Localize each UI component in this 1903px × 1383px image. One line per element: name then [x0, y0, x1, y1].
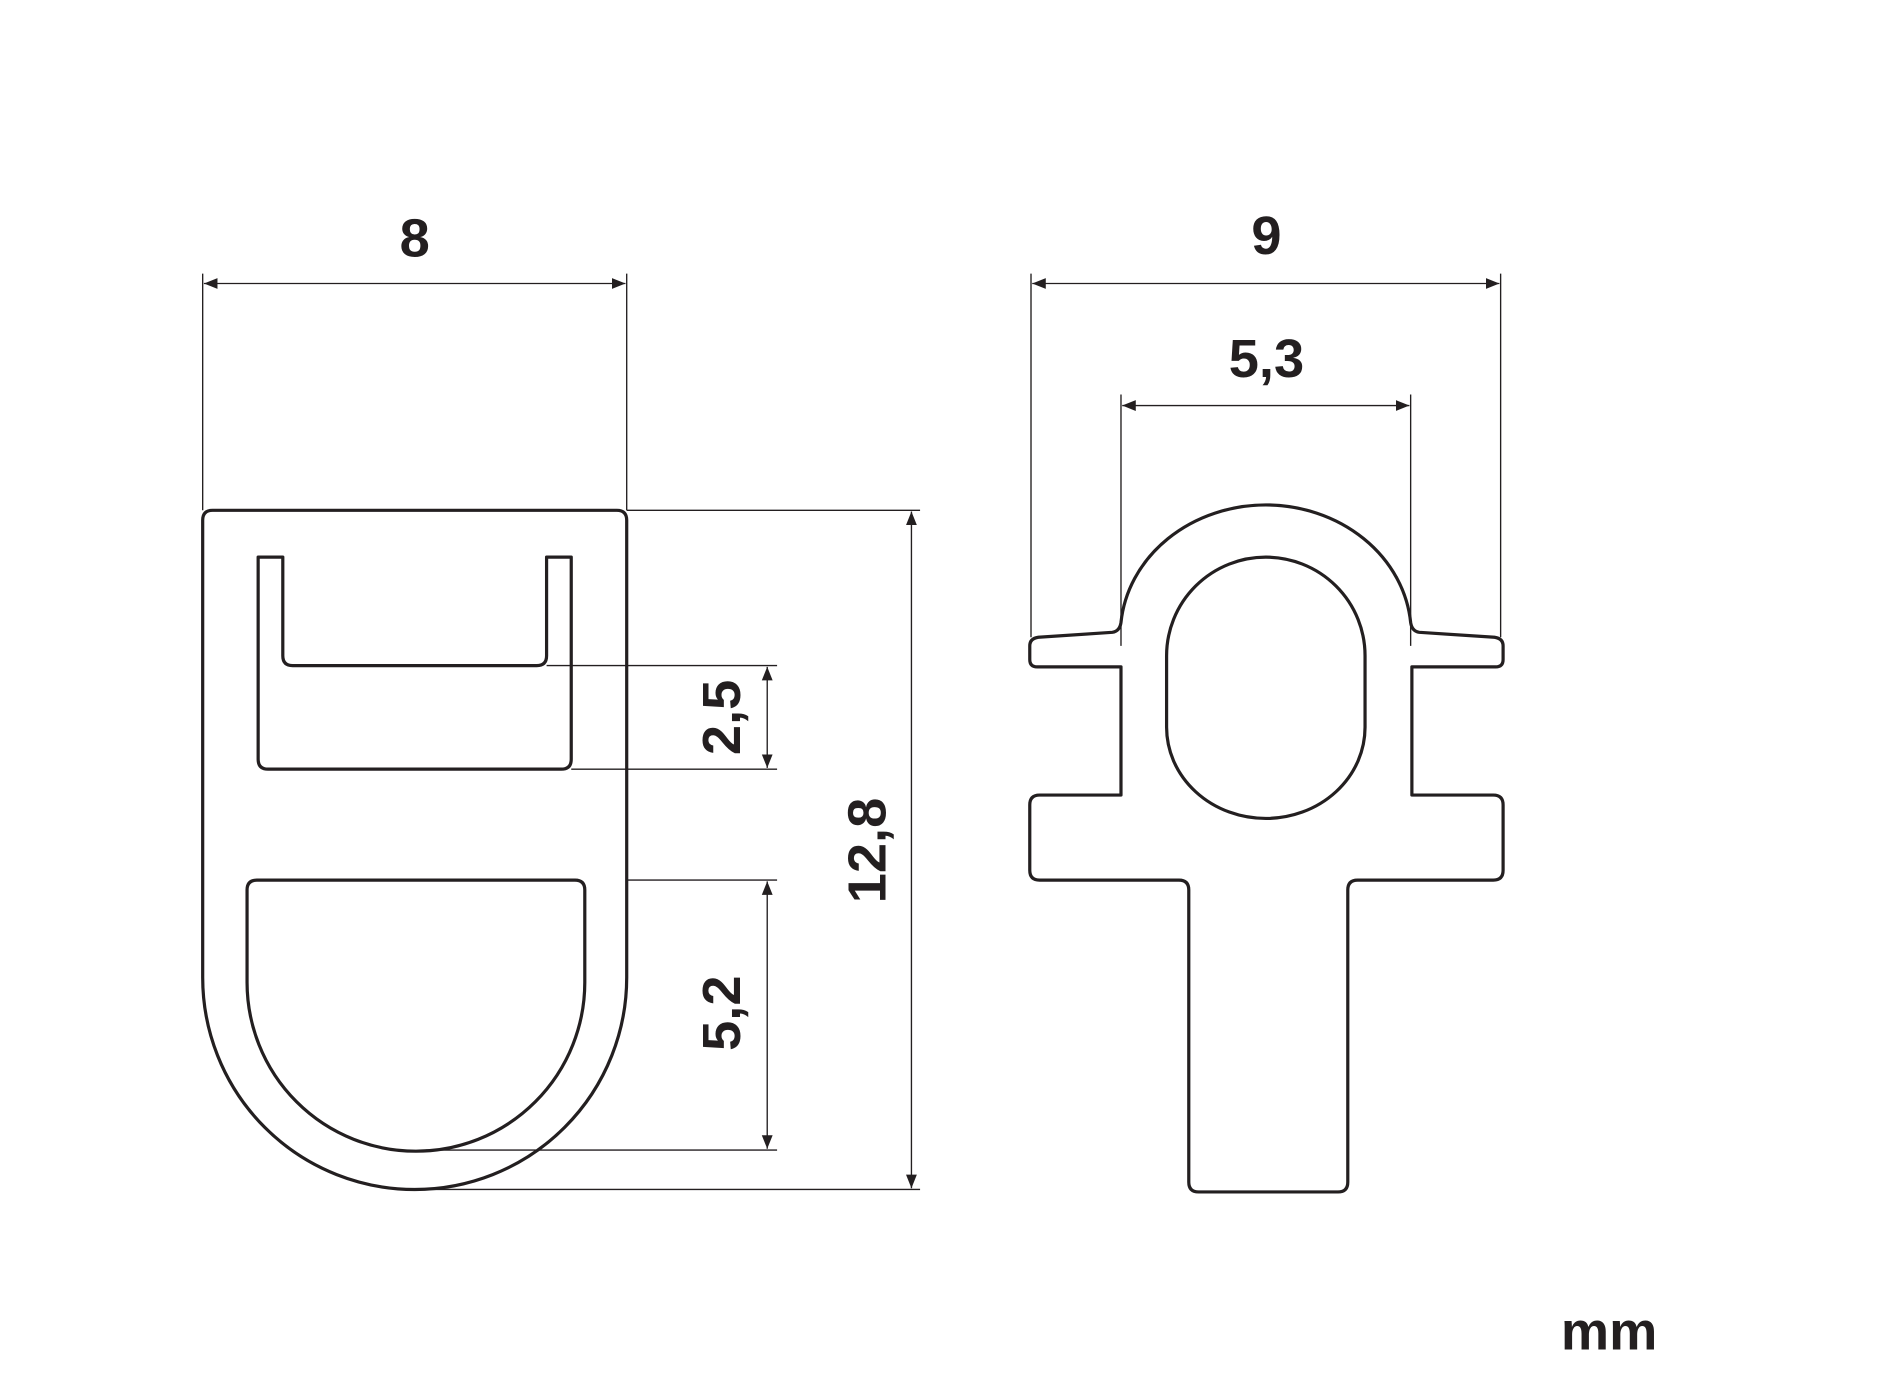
front-inner-oval	[1164, 555, 1367, 821]
lower-opening	[245, 878, 587, 1153]
upper-slot	[256, 555, 573, 771]
label-side-height: 12,8	[838, 798, 898, 904]
label-front-inner-width: 5,3	[1229, 329, 1304, 389]
unit-label: mm	[1561, 1302, 1657, 1362]
side-view: 8 12,8 2,5 5,2	[201, 208, 921, 1191]
label-upper-slot: 2,5	[692, 680, 752, 755]
label-lower-opening: 5,2	[692, 976, 752, 1051]
label-front-width: 9	[1251, 206, 1281, 266]
front-outline	[1028, 503, 1505, 1194]
front-view: 9 5,3	[1028, 206, 1505, 1194]
label-side-width: 8	[400, 208, 430, 268]
side-outline	[201, 508, 629, 1191]
